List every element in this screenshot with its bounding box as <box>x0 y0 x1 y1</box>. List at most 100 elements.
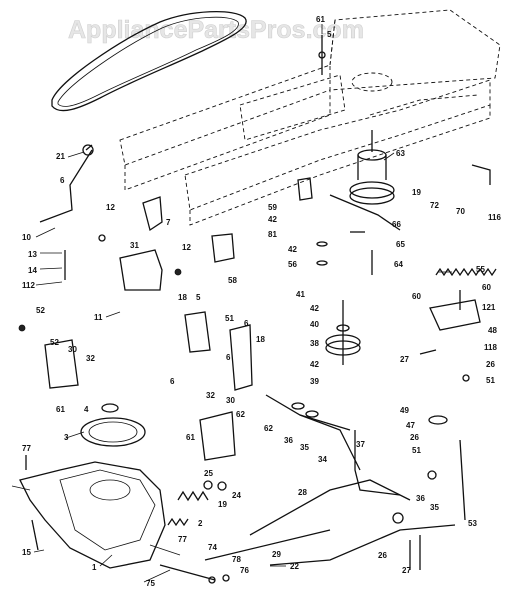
part-label: 52 <box>36 306 45 315</box>
part-label: 12 <box>106 203 115 212</box>
spring-2 <box>167 517 189 527</box>
part-label: 60 <box>412 292 421 301</box>
part-label: 61 <box>56 405 65 414</box>
part-label: 70 <box>456 207 465 216</box>
part-label: 48 <box>488 326 497 335</box>
part-label: 29 <box>272 550 281 559</box>
part-label: 26 <box>486 360 495 369</box>
part-label: 30 <box>68 345 77 354</box>
part-label: 56 <box>288 260 297 269</box>
part-label: 75 <box>146 579 155 588</box>
part-label: 15 <box>22 548 31 557</box>
part-label: 31 <box>130 241 139 250</box>
part-label: 42 <box>288 245 297 254</box>
part-label: 37 <box>356 440 365 449</box>
mower-frame <box>119 9 501 226</box>
part-label: 49 <box>400 406 409 415</box>
transmission-pulley <box>80 403 146 447</box>
part-label: 76 <box>240 566 249 575</box>
part-label: 19 <box>412 188 421 197</box>
part-label: 6 <box>60 176 65 185</box>
part-label: 63 <box>396 149 405 158</box>
transaxle <box>11 461 181 569</box>
part-label: 60 <box>482 283 491 292</box>
linkage-rods <box>39 149 491 566</box>
part-label: 55 <box>476 265 485 274</box>
part-label: 53 <box>468 519 477 528</box>
part-label: 42 <box>310 360 319 369</box>
part-label: 34 <box>318 455 327 464</box>
part-label: 62 <box>236 410 245 419</box>
part-label: 12 <box>182 243 191 252</box>
part-label: 66 <box>392 220 401 229</box>
part-label: 65 <box>396 240 405 249</box>
part-label: 28 <box>298 488 307 497</box>
part-label: 24 <box>232 491 241 500</box>
part-label: 1 <box>92 563 97 572</box>
part-label: 38 <box>310 339 319 348</box>
part-label: 27 <box>400 355 409 364</box>
idler-pulley <box>325 300 361 365</box>
part-label: 35 <box>430 503 439 512</box>
part-label: 62 <box>264 424 273 433</box>
part-label: 18 <box>256 335 265 344</box>
part-label: 5 <box>196 293 201 302</box>
part-label: 14 <box>28 266 37 275</box>
leader-lines <box>33 24 452 583</box>
part-label: 42 <box>268 215 277 224</box>
callout-labels: 61 5 63 21 6 19 72 70 116 12 59 42 81 66… <box>22 15 501 588</box>
part-label: 77 <box>22 444 31 453</box>
part-label: 78 <box>232 555 241 564</box>
spring-25 <box>177 490 209 502</box>
drive-belt <box>51 10 247 112</box>
part-label: 41 <box>296 290 305 299</box>
part-label: 6 <box>244 319 249 328</box>
hardware <box>18 35 470 584</box>
part-label: 47 <box>406 421 415 430</box>
part-label: 51 <box>412 446 421 455</box>
part-label: 61 <box>186 433 195 442</box>
part-label: 6 <box>170 377 175 386</box>
part-label: 58 <box>228 276 237 285</box>
part-label: 5 <box>327 30 332 39</box>
part-label: 32 <box>206 391 215 400</box>
part-label: 51 <box>486 376 495 385</box>
part-label: 39 <box>310 377 319 386</box>
part-label: 74 <box>208 543 217 552</box>
part-label: 30 <box>226 396 235 405</box>
part-label: 27 <box>402 566 411 575</box>
part-label: 21 <box>56 152 65 161</box>
part-label: 51 <box>225 314 234 323</box>
part-label: 7 <box>166 218 171 227</box>
watermark-text: AppliancePartsPros.com <box>68 16 364 44</box>
part-label: 61 <box>316 15 325 24</box>
part-label: 26 <box>410 433 419 442</box>
part-label: 36 <box>416 494 425 503</box>
part-label: 72 <box>430 201 439 210</box>
part-label: 52 <box>50 338 59 347</box>
part-label: 2 <box>198 519 203 528</box>
part-label: 40 <box>310 320 319 329</box>
part-label: 26 <box>378 551 387 560</box>
part-label: 116 <box>488 213 501 222</box>
part-label: 64 <box>394 260 403 269</box>
part-label: 32 <box>86 354 95 363</box>
part-label: 22 <box>290 562 299 571</box>
pulley-assembly <box>349 130 395 205</box>
part-label: 77 <box>178 535 187 544</box>
part-label: 42 <box>310 304 319 313</box>
part-label: 25 <box>204 469 213 478</box>
part-label: 112 <box>22 281 35 290</box>
part-label: 18 <box>178 293 187 302</box>
part-label: 35 <box>300 443 309 452</box>
part-label: 10 <box>22 233 31 242</box>
part-label: 19 <box>218 500 227 509</box>
part-label: 13 <box>28 250 37 259</box>
part-label: 11 <box>94 313 103 322</box>
part-label: 81 <box>268 230 277 239</box>
part-label: 59 <box>268 203 277 212</box>
part-label: 4 <box>84 405 89 414</box>
part-label: 121 <box>482 303 496 312</box>
part-label: 36 <box>284 436 293 445</box>
